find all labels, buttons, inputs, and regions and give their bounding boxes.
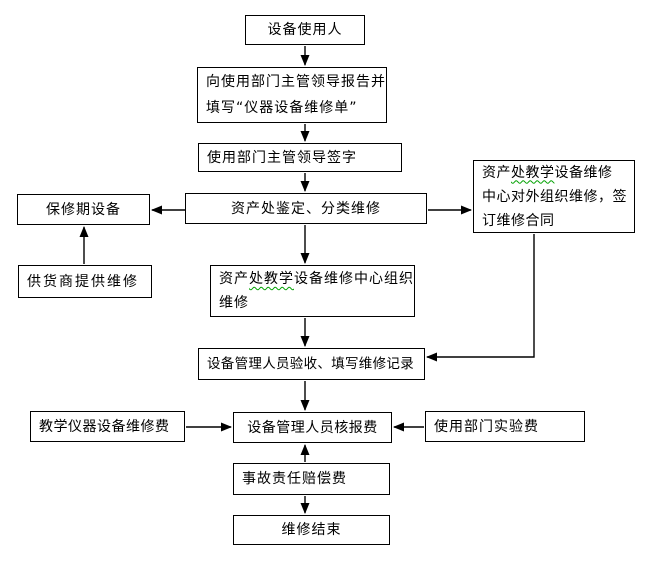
- node-teaching-equipment-repair-fee: 教学仪器设备维修费: [30, 411, 185, 442]
- node-supervisor-signature: 使用部门主管领导签字: [198, 143, 402, 172]
- node-repair-center-organizes: 资产处教学设备维修中心组织 维修: [210, 265, 415, 317]
- node-label: 使用部门实验费: [434, 418, 539, 435]
- node-label: 维修结束: [281, 522, 342, 538]
- node-accident-compensation-fee: 事故责任赔偿费: [233, 463, 390, 495]
- label-segment: 设备维修中心组织: [294, 271, 414, 287]
- node-manager-verifies-fees: 设备管理人员核报费: [233, 412, 392, 443]
- label-segment: 设备维修: [554, 164, 613, 181]
- node-report-and-fill-form: 向使用部门主管领导报告并 填写“仪器设备维修单”: [197, 67, 387, 123]
- node-label: 资产处鉴定、分类维修: [231, 200, 381, 217]
- node-label: 设备使用人: [267, 22, 343, 38]
- node-label-line: 填写“仪器设备维修单”: [206, 100, 358, 116]
- node-label: 供货商提供维修: [27, 273, 139, 290]
- node-label-line: 向使用部门主管领导报告并: [206, 74, 386, 90]
- node-label-line: 中心对外组织维修，签: [482, 188, 627, 205]
- node-label-line: 维修: [219, 295, 249, 311]
- misspell-span: 处教学: [249, 271, 294, 287]
- node-label: 使用部门主管领导签字: [207, 149, 357, 166]
- misspell-span: 处教学: [511, 164, 555, 181]
- connector-external-to-acceptance: [426, 234, 535, 362]
- node-label-line: 订维修合同: [482, 212, 555, 229]
- node-label-line: 资产处教学设备维修: [482, 161, 613, 185]
- node-warranty-equipment: 保修期设备: [17, 194, 150, 225]
- node-label: 设备管理人员验收、填写维修记录: [207, 356, 414, 372]
- label-segment: 资产: [482, 164, 511, 181]
- node-acceptance-repair-record: 设备管理人员验收、填写维修记录: [198, 348, 425, 380]
- node-department-experiment-fee: 使用部门实验费: [425, 411, 585, 442]
- label-segment: 资产: [219, 271, 249, 287]
- node-label: 设备管理人员核报费: [247, 419, 378, 436]
- node-label-line: 资产处教学设备维修中心组织: [219, 267, 414, 291]
- node-repair-end: 维修结束: [233, 515, 390, 545]
- node-label: 教学仪器设备维修费: [39, 418, 170, 435]
- node-external-repair-contract: 资产处教学设备维修 中心对外组织维修，签 订维修合同: [473, 160, 635, 233]
- node-asset-office-appraisal: 资产处鉴定、分类维修: [185, 193, 427, 224]
- node-supplier-provides-repair: 供货商提供维修: [18, 265, 152, 298]
- node-label: 保修期设备: [46, 201, 121, 218]
- node-label: 事故责任赔偿费: [242, 471, 347, 487]
- node-equipment-user: 设备使用人: [245, 15, 365, 45]
